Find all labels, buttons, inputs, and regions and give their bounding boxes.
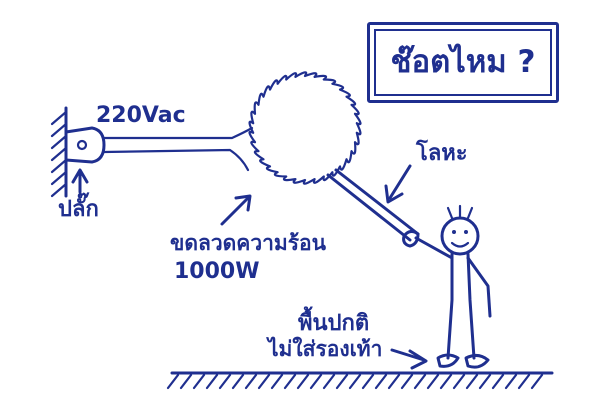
ground-hatch-line: [309, 373, 323, 390]
ground-hatch-line: [374, 373, 388, 390]
power-cord: [102, 126, 254, 172]
ground-hatch-line: [218, 373, 232, 390]
ground-hatch-line: [335, 373, 349, 390]
ground-hatch-line: [426, 373, 440, 390]
floor-label-line2: ไม่ใส่รองเท้า: [268, 337, 383, 361]
wall-plug-icon: [64, 126, 106, 164]
voltage-label: 220Vac: [96, 103, 186, 128]
ground-hatch-line: [452, 373, 466, 390]
ground-hatch-line: [257, 373, 271, 390]
arrow-to-feet-icon: [390, 348, 428, 370]
coil-icon: [248, 71, 362, 185]
ground-hatch-line: [283, 373, 297, 390]
page-title: ช๊อตไหม ?: [390, 44, 536, 81]
ground-hatch-line: [413, 373, 427, 390]
ground-hatch-line: [400, 373, 414, 390]
metal-rod: [326, 168, 420, 242]
power-label: 1000W: [174, 259, 260, 284]
ground-hatch-line: [270, 373, 284, 390]
arrow-to-coil-icon: [220, 194, 252, 226]
ground-hatch-line: [244, 373, 258, 390]
metal-label: โลหะ: [416, 141, 468, 166]
ground-hatch-line: [179, 373, 193, 390]
ground-hatch-line: [296, 373, 310, 390]
heating-coil-label: ขดลวดความร้อน: [170, 231, 327, 255]
ground-hatch-line: [491, 373, 505, 390]
ground-hatch-line: [478, 373, 492, 390]
ground-hatch-line: [231, 373, 245, 390]
ground-hatch-line: [348, 373, 362, 390]
ground-hatch-line: [504, 373, 518, 390]
ground-hatch-line: [439, 373, 453, 390]
ground-hatch-line: [322, 373, 336, 390]
title-box: ช๊อตไหม ?: [367, 22, 559, 103]
arrow-to-rod-icon: [384, 164, 412, 204]
ground-hatch-icon: [166, 371, 554, 390]
ground-hatch-line: [465, 373, 479, 390]
ground-hatch-line: [166, 373, 180, 390]
ground-hatch-line: [205, 373, 219, 390]
plug-label: ปลั๊ก: [58, 197, 99, 222]
ground-hatch-line: [530, 373, 544, 390]
stick-figure: [402, 204, 492, 369]
ground-hatch-line: [387, 373, 401, 390]
ground-hatch-line: [517, 373, 531, 390]
floor-label-line1: พื้นปกติ: [298, 311, 370, 336]
wall-hatch-icon: [50, 106, 68, 198]
ground-hatch-line: [192, 373, 206, 390]
arrow-up-icon: [71, 168, 89, 194]
ground-hatch-line: [361, 373, 375, 390]
coil-loops: [248, 71, 362, 185]
